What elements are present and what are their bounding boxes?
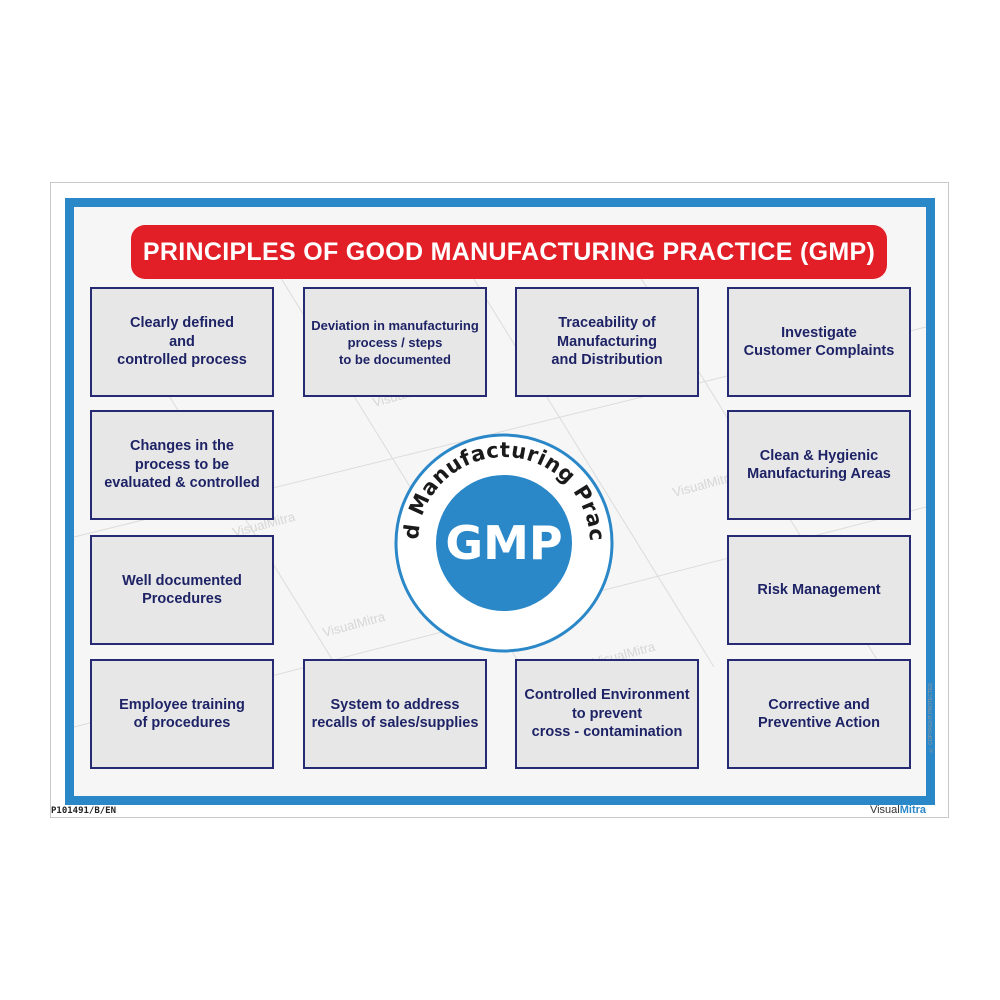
principle-box: Well documented Procedures	[90, 535, 274, 645]
principle-label: Changes in the process to be evaluated &…	[104, 438, 260, 492]
principle-label: Risk Management	[757, 581, 881, 598]
principle-label: Controlled Environment to prevent cross …	[524, 687, 690, 741]
principle-box: Changes in the process to be evaluated &…	[90, 410, 274, 520]
principle-label: Clean & Hygienic Manufacturing Areas	[747, 447, 891, 483]
brand-logo: VisualMitra	[870, 804, 926, 816]
principle-label: Well documented Procedures	[122, 572, 242, 608]
poster-frame: VisualMitra VisualMitra VisualMitra Visu…	[65, 198, 935, 805]
svg-text:VisualMitra: VisualMitra	[321, 609, 388, 640]
principle-label: Employee training of procedures	[119, 696, 245, 732]
principle-box: Clearly defined and controlled process	[90, 287, 274, 397]
principle-box: Corrective and Preventive Action	[727, 659, 911, 769]
principle-label: Clearly defined and controlled process	[117, 315, 247, 369]
brand-logo-part: Mitra	[899, 804, 926, 816]
principle-box: Investigate Customer Complaints	[727, 287, 911, 397]
emblem-center-text: GMP	[445, 516, 562, 570]
principle-box: Deviation in manufacturing process / ste…	[303, 287, 487, 397]
principle-box: Clean & Hygienic Manufacturing Areas	[727, 410, 911, 520]
gmp-emblem: Good Manufacturing Practice GMP	[384, 423, 614, 653]
product-code: P101491/B/EN	[51, 806, 117, 816]
principle-label: Corrective and Preventive Action	[758, 696, 880, 732]
principle-box: System to address recalls of sales/suppl…	[303, 659, 487, 769]
principle-label: System to address recalls of sales/suppl…	[311, 696, 479, 732]
principle-label: Traceability of Manufacturing and Distri…	[551, 315, 663, 369]
principle-box: Controlled Environment to prevent cross …	[515, 659, 699, 769]
poster-title: PRINCIPLES OF GOOD MANUFACTURING PRACTIC…	[131, 225, 887, 279]
principle-box: Traceability of Manufacturing and Distri…	[515, 287, 699, 397]
principle-label: Investigate Customer Complaints	[743, 324, 895, 360]
principle-box: Risk Management	[727, 535, 911, 645]
emblem-inner-disc	[436, 475, 572, 611]
brand-logo-part: Visual	[869, 804, 900, 816]
gmp-poster: VisualMitra VisualMitra VisualMitra Visu…	[50, 182, 949, 818]
copyright-note: © COPYRIGHT PROTECTED	[928, 683, 934, 753]
principle-box: Employee training of procedures	[90, 659, 274, 769]
principle-label: Deviation in manufacturing process / ste…	[311, 317, 479, 367]
